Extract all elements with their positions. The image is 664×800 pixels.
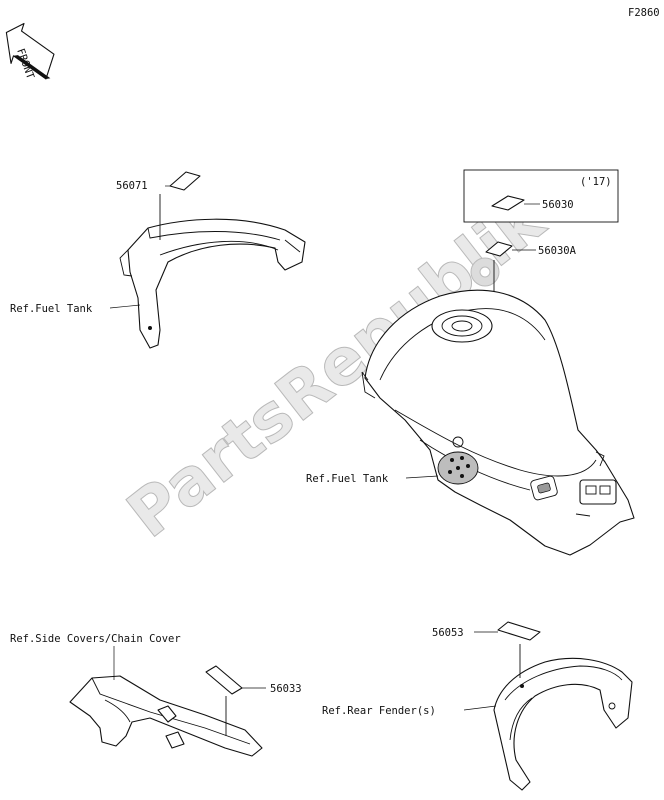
front-arrow-icon: FRONT xyxy=(5,22,55,81)
fuel-pump-flange xyxy=(437,451,479,485)
ref-fuel-tank-1: Ref.Fuel Tank xyxy=(10,303,93,315)
fuel-tank-part xyxy=(361,289,635,556)
fuel-tank-cover-part xyxy=(119,218,306,349)
figure-code: F2860 xyxy=(628,7,660,19)
part-number-56071: 56071 xyxy=(116,180,148,192)
chain-cover-part xyxy=(69,675,263,757)
ref-side-covers-chain-cover: Ref.Side Covers/Chain Cover xyxy=(10,633,181,645)
rear-fender-part xyxy=(493,657,633,791)
watermark-gear-icon xyxy=(470,257,500,287)
chain-cover-bracket xyxy=(157,705,185,749)
part-number-56033: 56033 xyxy=(270,683,302,695)
ref-fuel-tank-2: Ref.Fuel Tank xyxy=(306,473,389,485)
part-number-56053: 56053 xyxy=(432,627,464,639)
label-56033-sticker xyxy=(205,665,266,736)
variant-box-label: ('17) xyxy=(580,176,612,188)
label-56071-sticker xyxy=(159,171,201,240)
ref-rear-fender: Ref.Rear Fender(s) xyxy=(322,705,436,717)
tank-bracket xyxy=(530,475,558,501)
variant-box: ('17) 56030 xyxy=(463,169,619,223)
part-number-56030: 56030 xyxy=(542,199,574,211)
rear-mount xyxy=(575,479,617,517)
part-number-56030a: 56030A xyxy=(538,245,577,257)
label-56053-sticker xyxy=(474,621,541,678)
